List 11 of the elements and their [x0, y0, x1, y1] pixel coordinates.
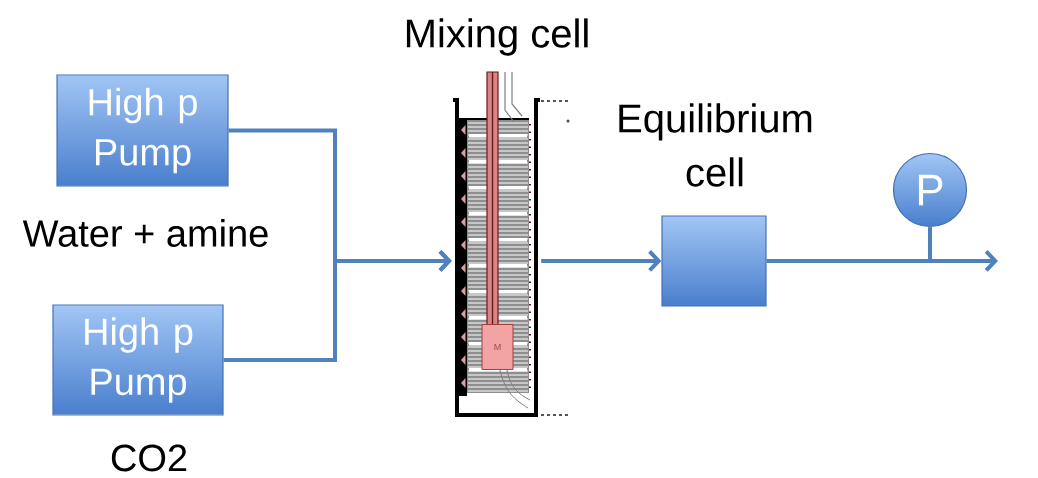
pump-box: High p Pump [52, 304, 224, 416]
node-label: CO2 [111, 444, 187, 472]
flow-arrow [766, 250, 998, 272]
pump-box: High p Pump [56, 74, 229, 187]
motor-block: M [481, 324, 514, 370]
connector-line [928, 227, 932, 261]
flow-arrow [541, 250, 662, 272]
node-heading: Equilibrium cell [619, 103, 812, 187]
flow-arrow [223, 250, 452, 362]
node-heading: Mixing cell [406, 18, 588, 56]
node-label: Water + amine [22, 219, 268, 247]
